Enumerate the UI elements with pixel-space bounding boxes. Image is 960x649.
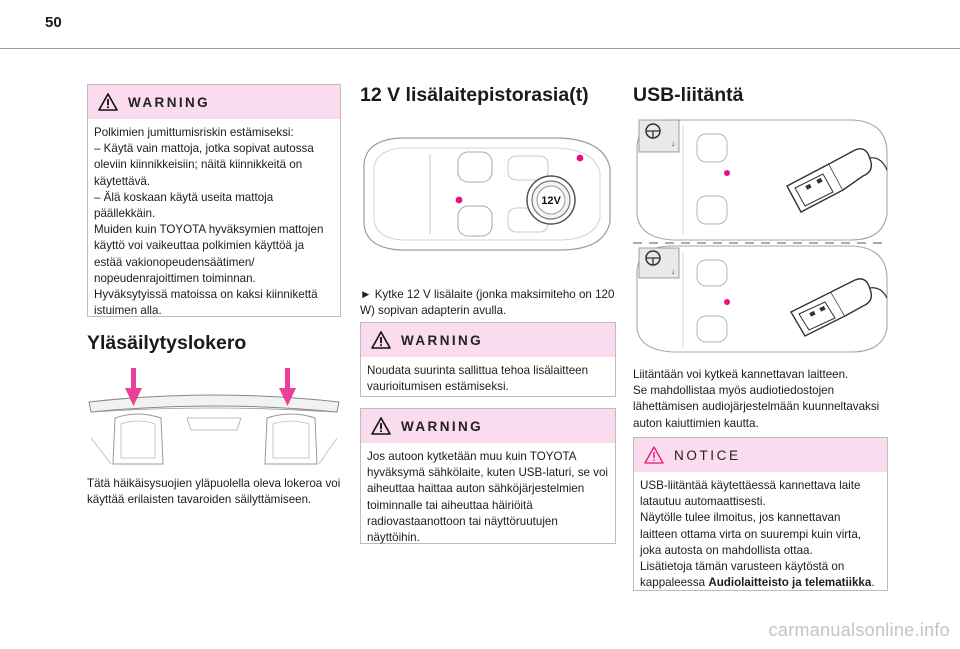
warning-box-non-approved-device: WARNING Jos autoon kytketään muu kuin TO… [360,408,616,544]
warning-box-max-power: WARNING Noudata suurinta sallittua tehoa… [360,322,616,397]
usb-illustration: ↓ ↓ [633,119,888,353]
12v-socket-illustration: 12V [363,137,611,251]
warning-body: Noudata suurinta sallittua tehoa lisälai… [361,357,615,402]
usb-text-line: Liitäntään voi kytkeä kannettavan laitte… [633,368,849,381]
warning-header: WARNING [88,85,340,119]
usb-plug-icon [790,278,888,337]
notice-body: USB-liitäntää käytettäessä kannettava la… [634,472,887,598]
notice-line: USB-liitäntää käytettäessä kannettava la… [640,479,861,509]
notice-ref-suffix: . [871,576,875,590]
svg-text:↓: ↓ [671,267,675,276]
usb-text-line: Se mahdollistaa myös audiotiedostojen lä… [633,384,880,430]
warning-body: Polkimien jumittumisriskin estämiseksi: … [88,119,340,326]
notice-label: NOTICE [674,447,741,463]
page-number: 50 [45,14,62,31]
warning-triangle-icon [98,93,118,111]
warning-line: Hyväksytyissä matoissa on kaksi kiinnike… [94,288,318,318]
overhead-storage-illustration [88,368,340,465]
warning-text: Jos autoon kytketään muu kuin TOYOTA hyv… [367,450,608,545]
socket-label: 12V [541,195,561,207]
warning-label: WARNING [401,332,484,348]
warning-triangle-icon [371,331,391,349]
warning-header: WARNING [361,409,615,443]
section-title-overhead-storage: Yläsäilytyslokero [87,332,247,354]
usb-text: Liitäntään voi kytkeä kannettavan laitte… [633,367,888,432]
warning-box-floor-mats: WARNING Polkimien jumittumisriskin estäm… [87,84,341,317]
warning-line: – Käytä vain mattoja, jotka sopivat auto… [94,142,314,188]
12v-socket-icon [526,175,576,225]
warning-line: Polkimien jumittumisriskin estämiseksi: [94,126,294,139]
section-title-usb: USB-liitäntä [633,84,744,106]
notice-box-usb: NOTICE USB-liitäntää käytettäessä kannet… [633,437,888,591]
notice-header: NOTICE [634,438,887,472]
section-title-12v-socket: 12 V lisälaitepistorasia(t) [360,84,589,106]
top-rule [0,48,960,49]
warning-body: Jos autoon kytketään muu kuin TOYOTA hyv… [361,443,615,553]
steering-wheel-icon: ↓ [638,247,680,279]
notice-reference: Lisätietoja tämän varusteen käytöstä on … [640,559,880,591]
notice-ref-prefix: Lisätietoja tämän varusteen käytöstä on … [640,560,845,590]
pink-arrow-right [279,368,296,406]
warning-label: WARNING [401,418,484,434]
steering-wheel-icon: ↓ [638,119,680,153]
12v-instruction: ► Kytke 12 V lisälaite (jonka maksimiteh… [360,288,615,318]
warning-line: Muiden kuin TOYOTA hyväksymien mattojen … [94,223,324,285]
notice-line: Näytölle tulee ilmoitus, jos kannettavan… [640,511,862,557]
overhead-storage-text: Tätä häikäisysuojien yläpuolella oleva l… [87,477,341,507]
pink-arrow-left [125,368,142,406]
warning-label: WARNING [128,94,211,110]
warning-header: WARNING [361,323,615,357]
warning-text: Noudata suurinta sallittua tehoa lisälai… [367,364,589,394]
svg-text:↓: ↓ [671,139,675,148]
notice-triangle-icon [644,446,664,464]
warning-triangle-icon [371,417,391,435]
usb-plug-icon [786,148,888,213]
warning-line: – Älä koskaan käytä useita mattoja pääll… [94,190,274,221]
notice-ref-link: Audiolaitteisto ja telematiikka [708,576,872,590]
watermark: carmanualsonline.info [768,620,950,640]
